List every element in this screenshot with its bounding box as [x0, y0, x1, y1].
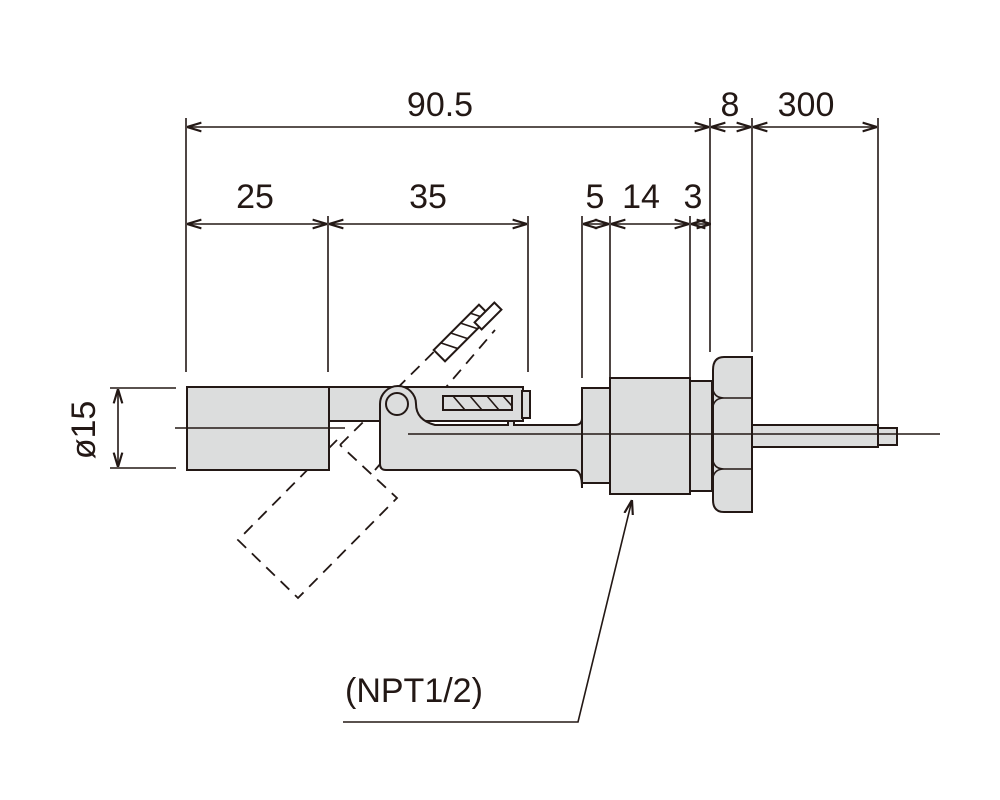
thread-ring: [689, 380, 713, 492]
dim-nut-width: 8: [721, 86, 740, 124]
switch-body: [379, 385, 583, 489]
hinge-pin: [385, 392, 409, 416]
cable-tip: [877, 427, 898, 446]
dimension-lines: [118, 127, 877, 467]
float-arm: [328, 386, 524, 422]
magnet: [442, 395, 513, 411]
dim-cable-length: 300: [778, 86, 835, 124]
arm-tab: [521, 390, 531, 419]
dim-float-length: 25: [236, 178, 274, 216]
cable: [751, 424, 879, 448]
dim-seg-c: 3: [684, 178, 703, 216]
dim-seg-a: 5: [586, 178, 605, 216]
dim-total-length: 90.5: [407, 86, 473, 124]
dim-float-diameter: ø15: [65, 401, 103, 460]
dim-seg-b: 14: [622, 178, 660, 216]
thread-leader: [343, 500, 632, 723]
extension-lines: [110, 118, 879, 469]
fitting-collar: [581, 387, 611, 484]
dim-arm-length: 35: [409, 178, 447, 216]
hex-body: [609, 377, 691, 495]
thread-callout: (NPT1/2): [345, 672, 483, 710]
